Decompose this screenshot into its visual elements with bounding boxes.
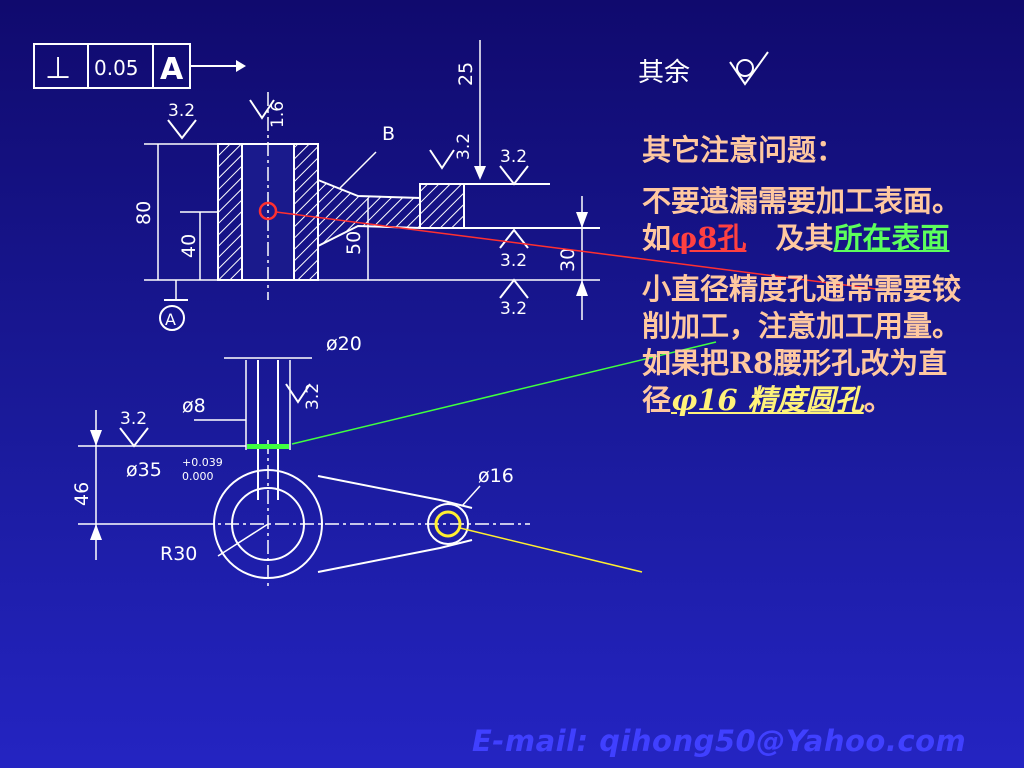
notes-heading: 其它注意问题： [642, 133, 846, 167]
dim-30: 30 [557, 248, 579, 272]
surface-finish-marks: 3.2 1.6 3.2 3.2 3.2 3.2 3.2 3.2 [119, 99, 529, 448]
phi16-hole-text: φ16 精度圆孔 [671, 383, 864, 417]
tolerance-upper: +0.039 [182, 456, 223, 469]
dim-phi20: ø20 [326, 333, 362, 355]
note-1: 不要遗漏需要加工表面。如φ8孔 及其所在表面 [642, 184, 962, 255]
label-b: B [382, 123, 395, 145]
svg-text:3.2: 3.2 [454, 133, 474, 160]
datum-a-label: A [165, 310, 176, 329]
dim-phi8: ø8 [182, 395, 206, 417]
yellow-callout-line [459, 527, 643, 573]
datum-letter: A [160, 52, 184, 87]
phi8-hole-text: φ8孔 [671, 221, 747, 255]
other-surfaces-label: 其余 [638, 58, 691, 88]
dim-r30: R30 [160, 543, 197, 565]
svg-text:1.6: 1.6 [268, 101, 288, 128]
notes-panel: 其它注意问题： 不要遗漏需要加工表面。如φ8孔 及其所在表面 小直径精度孔通常需… [642, 132, 972, 433]
tolerance-lower: 0.000 [182, 470, 214, 483]
dim-50: 50 [343, 231, 365, 255]
tolerance-value: 0.05 [94, 56, 139, 80]
red-callout-line [275, 211, 885, 291]
svg-text:3.2: 3.2 [120, 409, 147, 429]
dim-46: 46 [71, 482, 93, 506]
svg-text:3.2: 3.2 [500, 251, 527, 271]
front-view: 80 40 50 25 30 B A [133, 40, 600, 331]
green-callout-line [291, 341, 717, 445]
other-surface-finish-symbol [729, 51, 769, 86]
surface-marker [247, 444, 289, 449]
dim-25: 25 [455, 62, 477, 86]
dim-phi35: ø35 [126, 459, 162, 481]
phi16-hole-marker [434, 510, 462, 538]
surface-text: 所在表面 [833, 221, 950, 255]
dim-phi16: ø16 [478, 465, 514, 487]
top-view: ø20 ø8 ø35 +0.039 0.000 46 R30 ø16 [71, 333, 530, 590]
footer-email: E-mail: qihong50@Yahoo.com [472, 724, 967, 758]
phi8-hole-marker [258, 201, 278, 221]
note-2: 小直径精度孔通常需要铰削加工，注意加工用量。如果把R8腰形孔改为直径φ16 精度… [642, 272, 962, 417]
svg-text:3.2: 3.2 [500, 147, 527, 167]
svg-text:3.2: 3.2 [303, 383, 323, 410]
tolerance-frame: ⊥ 0.05 A [33, 43, 246, 89]
dim-40: 40 [178, 234, 200, 258]
callouts [247, 201, 885, 573]
svg-text:3.2: 3.2 [500, 299, 527, 319]
svg-text:3.2: 3.2 [168, 101, 195, 121]
dim-80: 80 [133, 201, 155, 225]
perpendicularity-symbol: ⊥ [45, 51, 71, 86]
